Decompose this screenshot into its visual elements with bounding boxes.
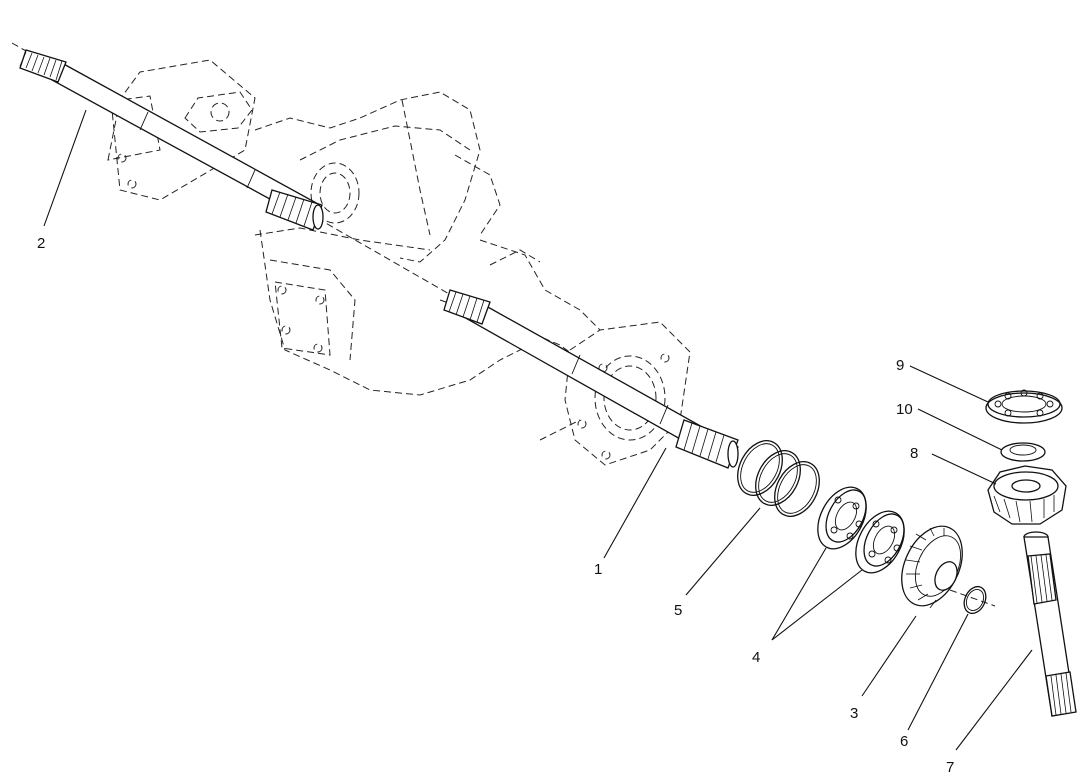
callout-3: 3 (850, 705, 858, 722)
washer (1000, 442, 1046, 462)
callout-10: 10 (896, 401, 913, 418)
callout-6: 6 (900, 733, 908, 750)
pinion-bearing (985, 389, 1063, 424)
pinion-gear (987, 465, 1067, 525)
bevel-gear (901, 525, 963, 609)
callout-9: 9 (896, 357, 904, 374)
snap-rings (737, 440, 820, 517)
callout-7: 7 (946, 759, 954, 776)
callout-4: 4 (752, 649, 760, 666)
callout-5: 5 (674, 602, 682, 619)
callout-8: 8 (910, 445, 918, 462)
ball-bearings (817, 486, 905, 574)
callout-2: 2 (37, 235, 45, 252)
leader-lines (43, 109, 1033, 751)
pinion-shaft (1023, 531, 1077, 717)
callout-1: 1 (594, 561, 602, 578)
left-axle-shaft (19, 49, 324, 231)
right-axle-shaft (443, 289, 739, 469)
small-snap-ring (963, 585, 987, 615)
